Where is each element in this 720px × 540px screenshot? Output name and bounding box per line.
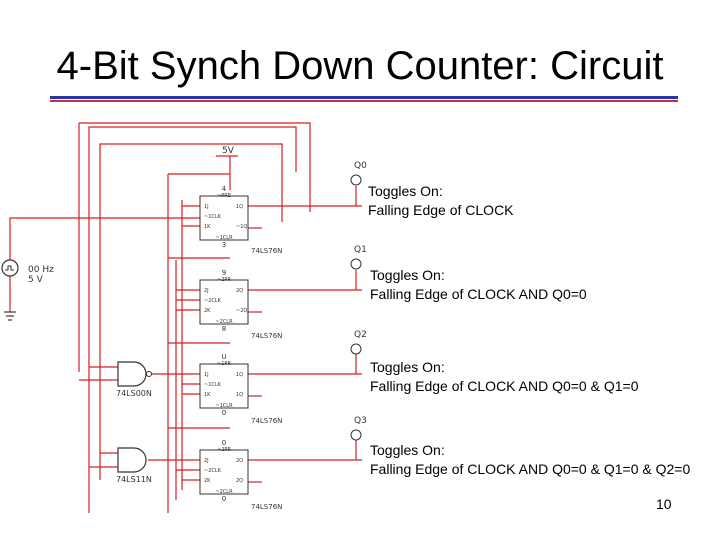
flipflop-0: 4 ~PRE 1J 1Q ~1CLK 1K ~1Q ~1CLR 3 74LS76… <box>199 185 282 255</box>
probe-q3-label: Q3 <box>354 416 367 426</box>
ff0-part: 74LS76N <box>251 247 282 255</box>
gate-0-part: 74LS00N <box>116 389 152 398</box>
ff1-clr-num: 8 <box>222 325 226 333</box>
ff1-j: 2J <box>204 288 209 294</box>
probe-q3: Q3 <box>350 416 367 441</box>
ff1-pre-num: 9 <box>222 269 226 277</box>
ff0-clr: ~1CLR <box>215 235 233 241</box>
toggle-note-q0-line2: Falling Edge of CLOCK <box>368 202 514 218</box>
ff0-clk: ~1CLK <box>204 214 222 220</box>
toggle-note-q1: Toggles On: Falling Edge of CLOCK AND Q0… <box>370 266 587 304</box>
ff0-clr-num: 3 <box>222 241 226 249</box>
probe-q1: Q1 <box>350 245 367 270</box>
gate-1: 74LS11N <box>116 447 152 484</box>
ff2-qbar: 1Q <box>236 392 243 398</box>
flipflop-3: 0 ~2PR 2J 2Q ~2CLK 2K 2Q ~2CLR 0 74LS76N <box>199 439 282 511</box>
supply-label: 5V <box>222 146 235 156</box>
ff2-pre-num: U <box>221 353 226 361</box>
ff3-qbar: 2Q <box>236 478 243 484</box>
title-underline-red <box>50 100 678 102</box>
toggle-note-q3-line2: Falling Edge of CLOCK AND Q0=0 & Q1=0 & … <box>370 461 691 477</box>
ff3-pre-num: 0 <box>222 439 226 447</box>
ff0-k: 1K <box>204 224 211 230</box>
toggle-note-q2: Toggles On: Falling Edge of CLOCK AND Q0… <box>370 358 638 396</box>
ff1-clk: ~2CLK <box>204 298 222 304</box>
ff1-q: 2Q <box>236 288 243 294</box>
ff3-k: 2K <box>204 478 211 484</box>
toggle-note-q2-line1: Toggles On: <box>370 359 445 375</box>
ff0-qbar: ~1Q <box>236 224 247 230</box>
ff0-j: 1J <box>204 204 209 210</box>
ff2-part: 74LS76N <box>251 417 282 425</box>
toggle-note-q3: Toggles On: Falling Edge of CLOCK AND Q0… <box>370 441 690 479</box>
ff1-clr: ~2CLR <box>215 319 233 325</box>
ff3-pre: ~2PR <box>217 447 231 453</box>
ff3-part: 74LS76N <box>251 503 282 511</box>
ground-symbol <box>4 311 16 321</box>
ff0-pre: ~PRE <box>217 193 231 199</box>
ff3-clk: ~2CLK <box>204 468 222 474</box>
gate-1-part: 74LS11N <box>116 475 152 484</box>
wires <box>9 122 362 513</box>
probe-q2: Q2 <box>350 330 367 355</box>
ff1-part: 74LS76N <box>251 332 282 340</box>
ff2-clr: ~1CLR <box>215 403 233 409</box>
toggle-note-q0-line1: Toggles On: <box>368 183 443 199</box>
probe-q2-label: Q2 <box>354 330 367 340</box>
ff2-clr-num: 0 <box>222 409 226 417</box>
ff2-clk: ~1CLK <box>204 382 222 388</box>
toggle-note-q0: Toggles On: Falling Edge of CLOCK <box>368 182 514 220</box>
probe-q1-label: Q1 <box>354 245 367 255</box>
probe-q0-label: Q0 <box>354 161 367 171</box>
title-underline-blue <box>50 96 678 99</box>
clock-voltage-label: 5 V <box>28 275 44 285</box>
flipflop-1: 9 ~2PR 2J 2Q ~2CLK 2K ~2Q ~2CLR 8 74LS76… <box>199 269 282 340</box>
toggle-note-q1-line2: Falling Edge of CLOCK AND Q0=0 <box>370 286 587 302</box>
slide-title: 4-Bit Synch Down Counter: Circuit <box>56 44 664 88</box>
ff1-k: 2K <box>204 308 211 314</box>
toggle-note-q2-line2: Falling Edge of CLOCK AND Q0=0 & Q1=0 <box>370 378 639 394</box>
gate-0: 74LS00N <box>116 361 152 398</box>
ff2-j: 1J <box>204 372 209 378</box>
clock-source <box>1 259 19 277</box>
ff1-pre: ~2PR <box>217 277 231 283</box>
toggle-note-q1-line1: Toggles On: <box>370 267 445 283</box>
clock-freq-label: 00 Hz <box>28 265 54 275</box>
ff0-q: 1Q <box>236 204 243 210</box>
ff3-q: 2Q <box>236 458 243 464</box>
ff3-clr-num: 0 <box>222 495 226 503</box>
toggle-note-q3-line1: Toggles On: <box>370 442 445 458</box>
ff3-clr: ~2CLR <box>215 489 233 495</box>
ff2-q: 1Q <box>236 372 243 378</box>
ff3-j: 2J <box>204 458 209 464</box>
page-number: 10 <box>656 496 672 512</box>
flipflop-2: U ~1PR 1J 1Q ~1CLK 1K 1Q ~1CLR 0 74LS76N <box>199 353 282 425</box>
ff0-pre-num: 4 <box>222 185 227 193</box>
ff2-k: 1K <box>204 392 211 398</box>
ff1-qbar: ~2Q <box>236 308 247 314</box>
ff2-pre: ~1PR <box>217 361 231 367</box>
probe-q0: Q0 <box>350 161 367 186</box>
